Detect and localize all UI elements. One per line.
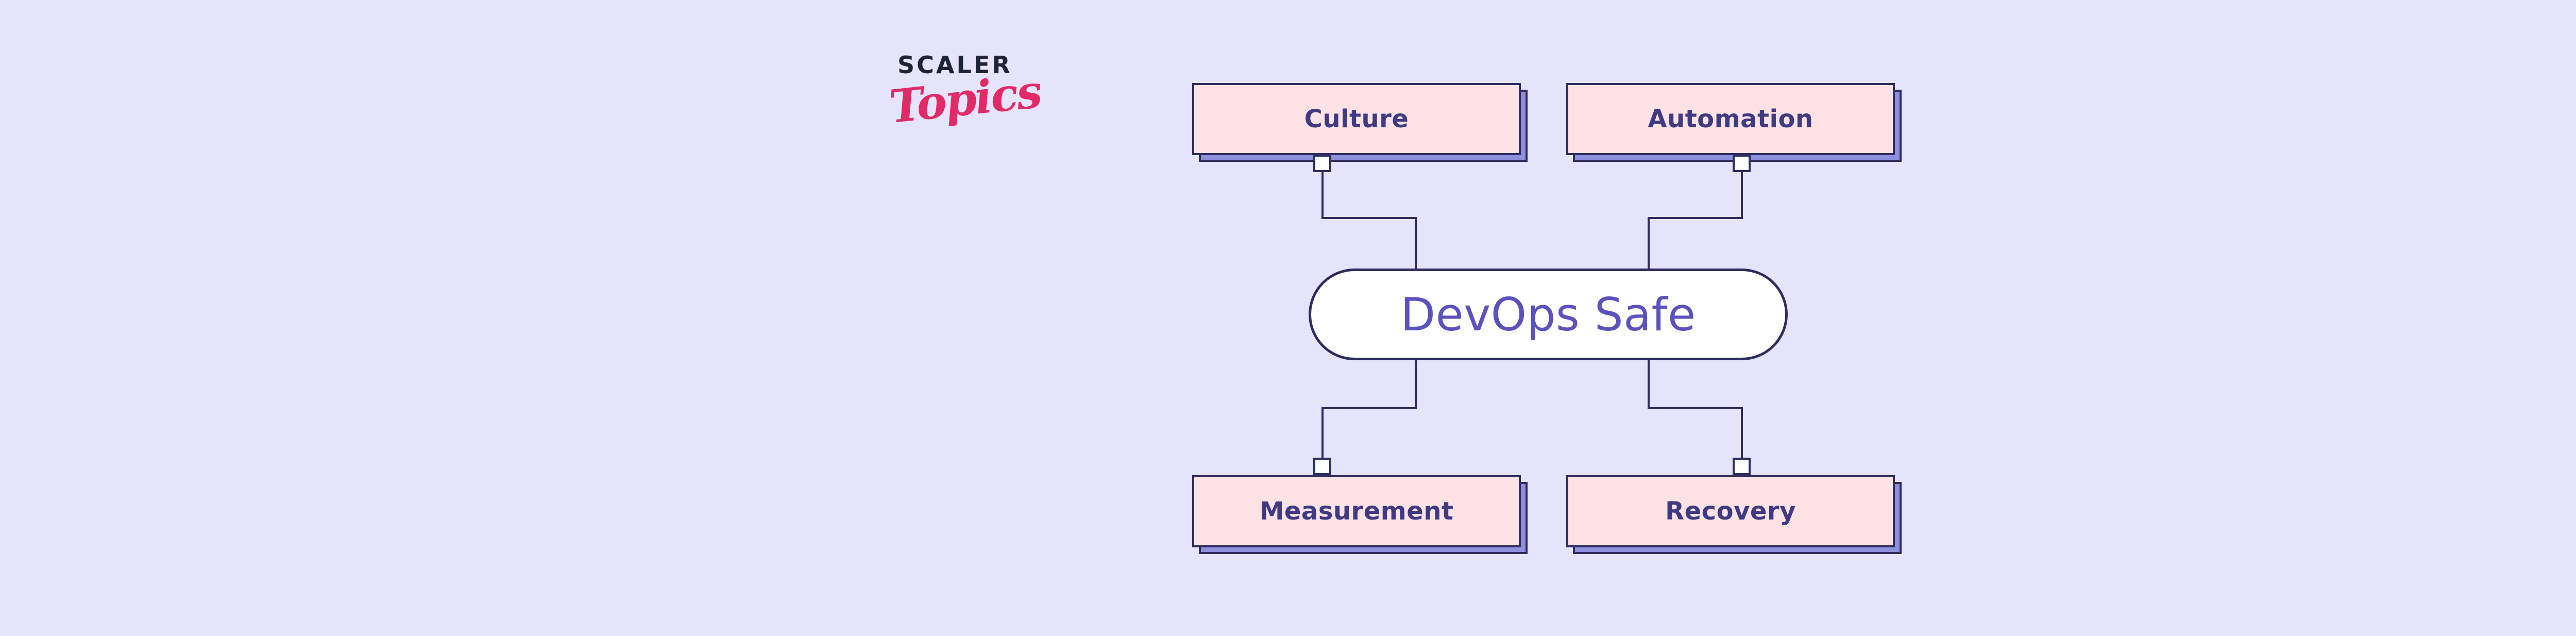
edge-automation-center-segment <box>1648 217 1650 270</box>
node-automation-label: Automation <box>1648 105 1814 133</box>
edge-center-measurement-segment <box>1415 359 1417 409</box>
node-measurement: Measurement <box>1192 475 1521 547</box>
edge-culture-center-segment <box>1415 217 1417 270</box>
connector-port-culture <box>1313 155 1331 172</box>
node-culture: Culture <box>1192 83 1521 155</box>
edge-center-measurement-segment <box>1321 407 1324 459</box>
node-culture-label: Culture <box>1304 105 1409 133</box>
node-recovery-label: Recovery <box>1665 497 1796 526</box>
connector-port-measurement <box>1313 458 1331 475</box>
node-devops-safe-label: DevOps Safe <box>1400 288 1696 341</box>
edge-center-measurement-segment <box>1321 407 1417 409</box>
edge-culture-center-segment <box>1321 217 1417 219</box>
node-devops-safe: DevOps Safe <box>1309 269 1788 360</box>
edge-center-recovery-segment <box>1648 359 1650 409</box>
scaler-topics-logo: SCALER Topics <box>887 51 1043 133</box>
node-recovery: Recovery <box>1566 475 1895 547</box>
node-automation: Automation <box>1566 83 1895 155</box>
edge-automation-center-segment <box>1741 171 1743 219</box>
edge-center-recovery-segment <box>1648 407 1743 409</box>
edge-automation-center-segment <box>1648 217 1743 219</box>
edge-center-recovery-segment <box>1741 407 1743 459</box>
connector-port-automation <box>1733 155 1751 172</box>
edge-culture-center-segment <box>1321 171 1324 219</box>
node-measurement-label: Measurement <box>1259 497 1454 526</box>
logo-brand-text: SCALER <box>897 51 1012 79</box>
connector-port-recovery <box>1733 458 1751 475</box>
